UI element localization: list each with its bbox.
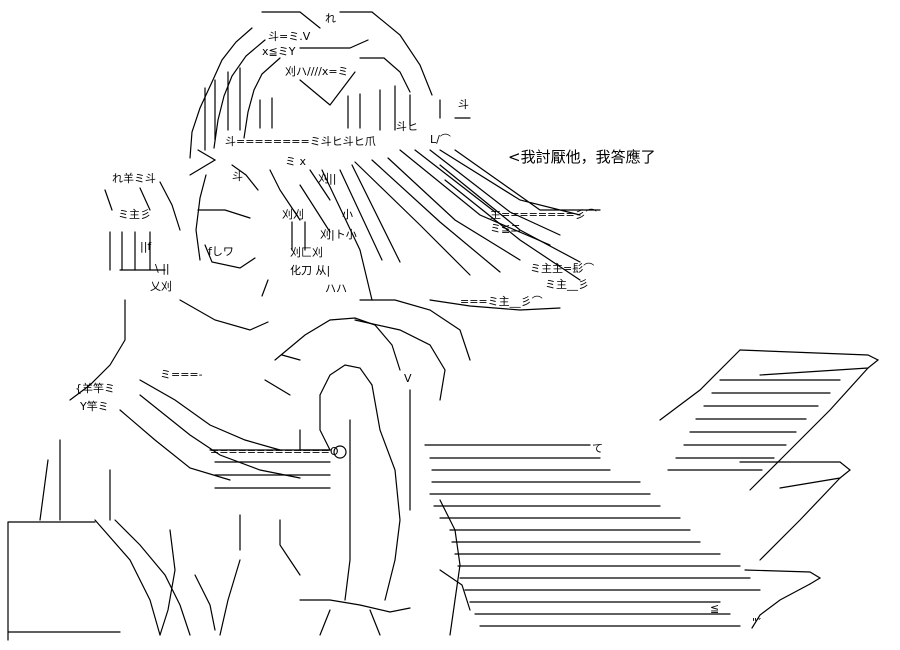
glyph: ミ≦ニ <box>490 222 521 235</box>
glyph: れ <box>325 12 336 25</box>
glyph: =============O <box>210 445 339 458</box>
hat <box>189 11 471 176</box>
glyph: {羊竿ミ <box>75 381 115 395</box>
glyph: ≦ <box>710 602 719 615</box>
speech-caption: <我討厭他，我答應了 <box>508 148 656 166</box>
hair <box>195 149 601 401</box>
glyph: 斗ヒ <box>396 120 418 133</box>
glyph: fしワ <box>208 245 234 258</box>
arm <box>264 317 411 636</box>
glyph: ミ主__彡 <box>545 278 589 291</box>
face <box>179 209 306 331</box>
glyph: 斗=ミ.V <box>268 30 311 43</box>
glyph: x≦ミY <box>262 45 296 58</box>
glyph: ミ===- <box>160 368 203 381</box>
glyph: Y竿ミ <box>79 399 109 413</box>
glyph: 刈ハ////x=ミ <box>285 65 349 78</box>
glyph: ミ主彡 <box>118 208 151 221</box>
glyph: て <box>592 442 603 455</box>
glyph: L/⌒ <box>430 133 451 146</box>
glyph: 斗 <box>458 98 469 111</box>
glyph: ハハ <box>325 282 347 295</box>
glyph: ||f <box>140 240 152 253</box>
glyph: 刈|| <box>318 172 336 185</box>
glyph: V <box>404 372 412 385</box>
glyph: \ || <box>155 262 170 275</box>
ribbon <box>104 181 181 271</box>
glyph: 刈刈 <box>282 208 304 221</box>
glyph: ミ x <box>285 155 306 168</box>
glyph: れ羊ミ斗 <box>112 171 156 185</box>
glyph: 化刀 从| <box>290 263 330 277</box>
papers <box>424 349 880 636</box>
glyph: 主========彡⌒ <box>490 208 597 221</box>
glyph-layer: れ 斗=ミ.V x≦ミY 刈ハ////x=ミ 斗========ミ斗ヒ斗ヒ爪 斗… <box>75 12 761 629</box>
box <box>7 521 121 641</box>
glyph: 斗 <box>232 170 243 183</box>
glyph: 乂刈 <box>150 280 172 293</box>
glyph: 小 <box>342 208 353 221</box>
glyph: ミ主主=髟⌒ <box>530 262 594 275</box>
glyph: "″ <box>752 616 761 629</box>
glyph: 刈匚刈 <box>290 246 323 259</box>
body <box>39 299 331 636</box>
glyph: 斗========ミ斗ヒ斗ヒ爪 <box>225 135 376 148</box>
glyph: ===ミ主__彡⌒ <box>460 295 543 308</box>
glyph: 刈|ト小 <box>320 228 357 241</box>
